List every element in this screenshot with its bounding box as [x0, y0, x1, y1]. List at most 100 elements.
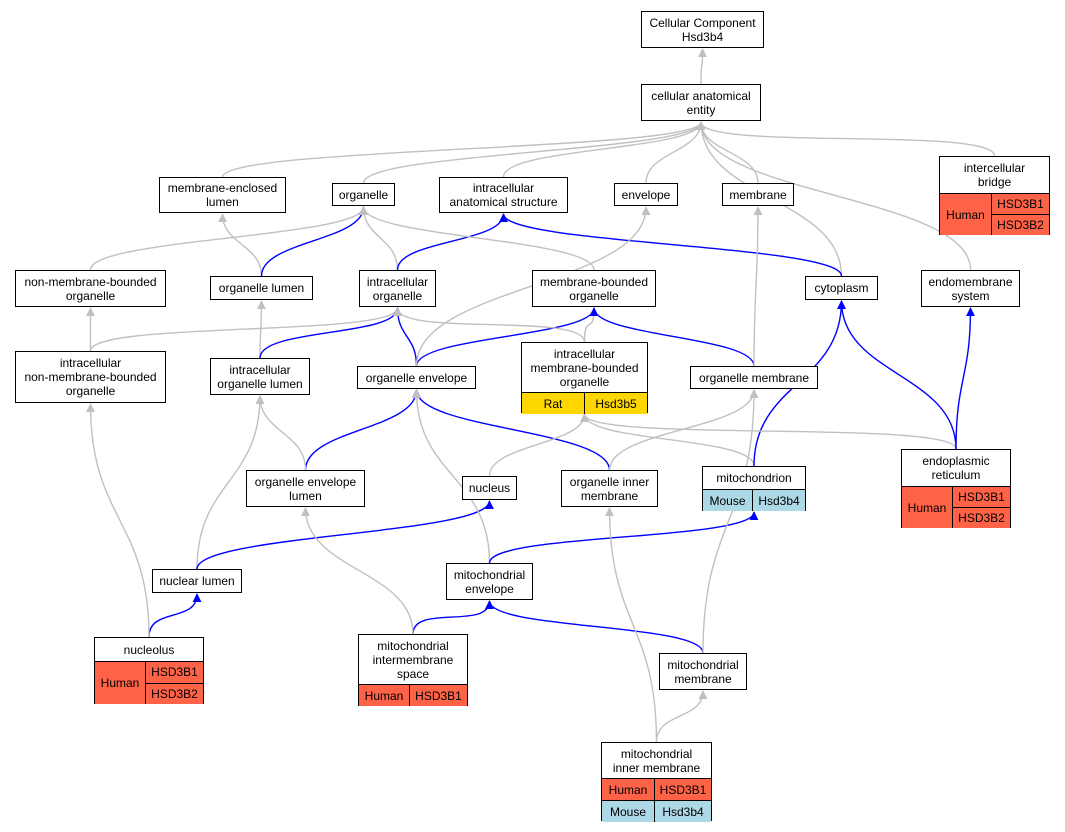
edge-imbo-to-io: [393, 307, 586, 343]
edge-oel-to-oe: [304, 389, 421, 471]
node-nuclear-lumen[interactable]: nuclear lumen: [152, 569, 242, 593]
node-organelle-envelope[interactable]: organelle envelope: [357, 366, 476, 389]
node-label: organelle lumen: [218, 281, 305, 295]
node-endomembrane-system[interactable]: endomembrane system: [921, 270, 1020, 307]
node-label: organelle inner membrane: [569, 474, 650, 503]
gene-cell: Hsd3b4: [662, 804, 704, 819]
edge-mis-to-me: [412, 600, 494, 635]
node-organelle-envelope-lumen[interactable]: organelle envelope lumen: [246, 470, 365, 507]
node-nucleolus[interactable]: nucleolus Human HSD3B1 HSD3B2: [94, 637, 204, 704]
gene-list: HSD3B1 HSD3B2: [953, 487, 1010, 528]
gene-list: HSD3B1 HSD3B2: [146, 662, 203, 704]
edge-nclo-to-nl: [148, 593, 202, 638]
node-label: organelle envelope lumen: [254, 474, 357, 503]
node-nucleus[interactable]: nucleus: [462, 476, 517, 500]
edge-er-to-cyto: [837, 300, 957, 450]
node-intracellular-anatomical-structure[interactable]: intracellular anatomical structure: [439, 177, 568, 213]
node-label: nucleus: [468, 481, 511, 495]
species-cell: Rat: [522, 393, 585, 414]
node-non-membrane-bounded-organelle[interactable]: non-membrane-bounded organelle: [15, 270, 166, 307]
node-label: organelle: [338, 187, 389, 202]
node-endoplasmic-reticulum[interactable]: endoplasmic reticulum Human HSD3B1 HSD3B…: [901, 449, 1011, 528]
node-mitochondrion[interactable]: mitochondrion Mouse Hsd3b4: [702, 466, 806, 511]
species-cell: Mouse: [703, 490, 753, 511]
species-cell: Human: [940, 194, 992, 235]
node-label: envelope: [621, 187, 671, 202]
node-label: cellular anatomical entity: [651, 88, 751, 117]
node-organelle[interactable]: organelle: [332, 183, 395, 206]
edge-mis-to-oel: [301, 507, 414, 635]
edge-env-to-cae: [645, 121, 706, 184]
node-intercellular-bridge[interactable]: intercellular bridge Human HSD3B1 HSD3B2: [939, 156, 1050, 235]
gene-list: HSD3B1 HSD3B2: [992, 194, 1049, 235]
node-cellular-anatomical-entity[interactable]: cellular anatomical entity: [641, 84, 761, 121]
gene-cell: HSD3B1: [997, 197, 1044, 211]
node-label: intracellular anatomical structure: [449, 181, 558, 209]
annotation-human: Human HSD3B1 HSD3B2: [95, 661, 203, 704]
edge-icb-to-cae: [696, 121, 996, 157]
gene-cell: Hsd3b4: [758, 493, 800, 508]
node-cellular-component[interactable]: Cellular Component Hsd3b4: [641, 11, 764, 48]
edge-nl-to-nuc: [196, 500, 494, 570]
node-mitochondrial-intermembrane-space[interactable]: mitochondrial intermembrane space Human …: [358, 634, 468, 706]
edge-oel-to-iol: [255, 395, 307, 471]
node-membrane-enclosed-lumen[interactable]: membrane-enclosed lumen: [159, 177, 286, 213]
edge-nuc-to-imbo: [488, 413, 589, 477]
edge-oe-to-mbo: [415, 307, 599, 367]
edge-mm-to-me: [485, 600, 704, 654]
node-label: organelle envelope: [365, 370, 468, 385]
node-label: membrane: [729, 187, 787, 202]
edge-me-to-oe: [412, 389, 491, 564]
edge-ems-to-cae: [696, 121, 972, 271]
node-intracellular-organelle-lumen[interactable]: intracellular organelle lumen: [210, 358, 310, 395]
node-intracellular-non-membrane-bounded-organelle[interactable]: intracellular non-membrane-bounded organ…: [15, 351, 166, 403]
edge-io-to-org: [359, 206, 399, 271]
node-membrane-bounded-organelle[interactable]: membrane-bounded organelle: [532, 270, 656, 307]
node-organelle-inner-membrane[interactable]: organelle inner membrane: [561, 470, 658, 507]
gene-cell: HSD3B1: [958, 490, 1005, 504]
species-cell: Human: [95, 662, 146, 704]
annotation-mouse: Mouse Hsd3b4: [602, 800, 711, 822]
node-label: intracellular non-membrane-bounded organ…: [24, 356, 157, 398]
node-label: endomembrane system: [928, 274, 1013, 303]
edge-me-to-mito: [488, 511, 759, 564]
species-cell: Human: [359, 685, 410, 706]
edge-ias-to-cae: [502, 121, 706, 178]
gene-cell: HSD3B1: [151, 665, 198, 680]
node-envelope[interactable]: envelope: [614, 183, 678, 206]
gene-list: Hsd3b5: [585, 393, 647, 414]
gene-cell: HSD3B2: [992, 214, 1049, 235]
node-intracellular-membrane-bounded-organelle[interactable]: intracellular membrane-bounded organelle…: [521, 342, 648, 414]
edge-oe-to-env: [415, 206, 651, 367]
node-mitochondrial-membrane[interactable]: mitochondrial membrane: [659, 653, 747, 690]
edge-iol-to-io: [259, 307, 402, 359]
gene-cell: Hsd3b5: [595, 396, 637, 411]
edge-mim-to-oim: [605, 507, 658, 743]
node-organelle-lumen[interactable]: organelle lumen: [210, 276, 313, 300]
edge-nl-to-iol: [196, 395, 265, 570]
node-label: membrane-enclosed lumen: [167, 181, 278, 209]
edge-org-to-cae: [362, 121, 706, 184]
node-mitochondrial-inner-membrane[interactable]: mitochondrial inner membrane Human HSD3B…: [601, 742, 712, 822]
node-label: intracellular membrane-bounded organelle: [530, 346, 639, 389]
node-mitochondrial-envelope[interactable]: mitochondrial envelope: [446, 563, 533, 600]
node-intracellular-organelle[interactable]: intracellular organelle: [359, 270, 436, 307]
annotation-human: Human HSD3B1 HSD3B2: [902, 486, 1010, 528]
node-label: membrane-bounded organelle: [539, 274, 649, 303]
node-cytoplasm[interactable]: cytoplasm: [805, 276, 878, 300]
node-organelle-membrane[interactable]: organelle membrane: [690, 366, 818, 389]
node-label: intracellular organelle: [366, 274, 429, 303]
species-cell: Human: [902, 487, 953, 528]
edge-io-to-ias: [396, 213, 508, 271]
annotation-human: Human HSD3B1 HSD3B2: [940, 193, 1049, 235]
node-label: organelle membrane: [698, 370, 810, 385]
node-membrane[interactable]: membrane: [722, 183, 794, 206]
gene-list: HSD3B1: [655, 779, 711, 800]
edge-cae-to-root: [697, 48, 707, 85]
annotation-rat: Rat Hsd3b5: [522, 392, 647, 414]
annotation-human: Human HSD3B1: [359, 684, 467, 706]
node-label: mitochondrial intermembrane space: [372, 638, 454, 681]
node-label: mitochondrial membrane: [667, 657, 739, 686]
edge-orgl-to-mel: [218, 213, 263, 277]
